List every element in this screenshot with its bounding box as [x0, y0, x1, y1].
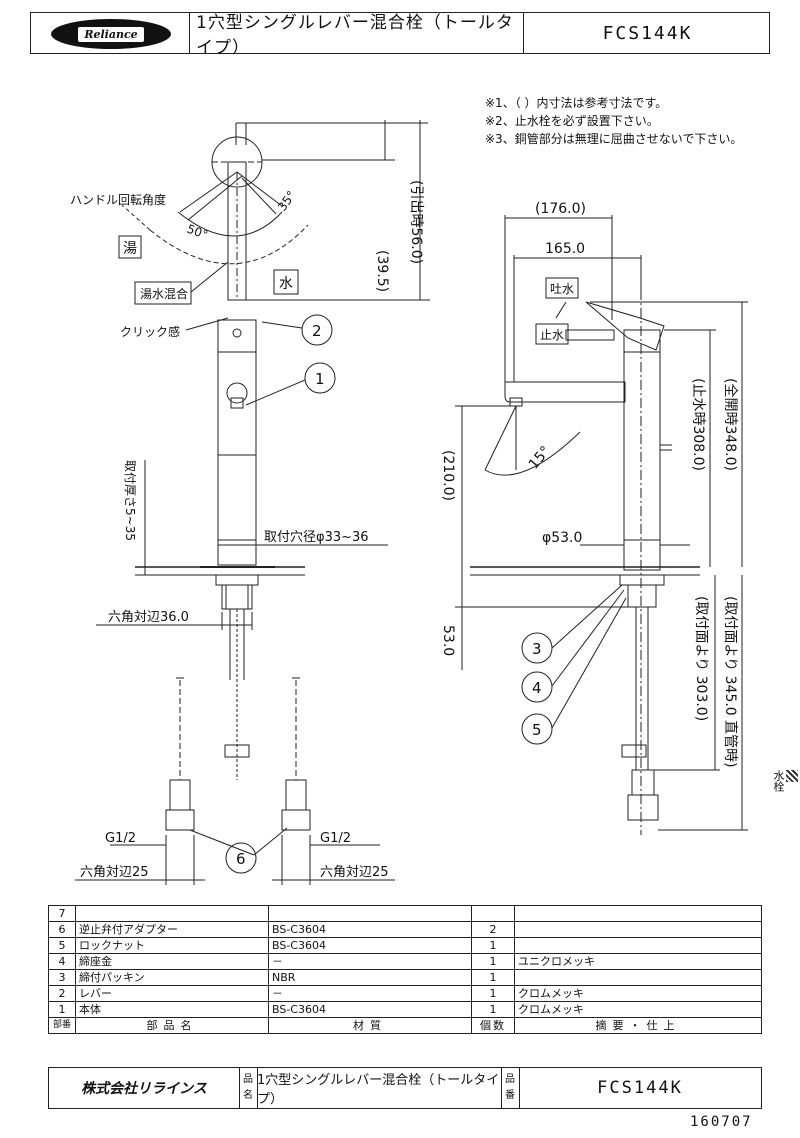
- thread-right-label: G1/2: [320, 831, 351, 846]
- table-row: 7: [48, 905, 762, 922]
- balloon-4-text: 4: [532, 679, 542, 697]
- thread-left-label: G1/2: [105, 831, 136, 846]
- dim-210: (210.0): [440, 450, 456, 501]
- hot-label-box: [118, 235, 142, 259]
- front-view: [75, 120, 430, 885]
- mix-label-box: [134, 281, 192, 305]
- technical-drawing: ハンドル回転角度 湯 水 湯水混合 クリック感 50° 35° (39.5) (…: [70, 120, 748, 885]
- cold-label-box: [273, 269, 299, 295]
- reliance-logo: Reliance: [51, 19, 171, 49]
- hot-label: 湯: [123, 240, 137, 257]
- spout-label-box: [545, 277, 579, 299]
- note-1: ※1、（ ）内寸法は参考寸法です。: [485, 96, 668, 110]
- balloon-6-text: 6: [236, 850, 246, 868]
- balloon-1: [304, 362, 336, 394]
- drawing-number: 160707: [690, 1114, 753, 1130]
- counter-thickness-label: 取付厚さ5~35: [123, 460, 137, 541]
- header-model-number: FCS144K: [602, 22, 693, 44]
- dim-53: 53.0: [440, 625, 456, 656]
- balloon-2: [301, 314, 333, 346]
- company-name: 株式会社リラインス: [81, 1081, 207, 1097]
- spout-label: 吐水: [550, 282, 574, 296]
- balloon-1-text: 1: [315, 370, 325, 388]
- stop-label: 止水: [540, 328, 564, 342]
- title-block-footer: 株式会社リラインス 品名 1穴型シングルレバー混合栓（トールタイプ） 品番 FC…: [48, 1067, 762, 1109]
- dim-165: 165.0: [545, 241, 585, 257]
- balloon-4: [521, 671, 553, 703]
- side-index-tab: 水栓: [772, 770, 798, 792]
- click-label: クリック感: [120, 324, 180, 339]
- dim-345: (取付面より 345.0 直管時): [722, 596, 739, 768]
- table-header-row: 部番 部品名 材質 個数 摘要・仕上: [48, 1017, 762, 1034]
- balloon-2-text: 2: [312, 322, 322, 340]
- balloon-3: [521, 632, 553, 664]
- product-name: 1穴型シングルレバー混合栓（トールタイプ）: [257, 1073, 500, 1107]
- product-name-label: 品名: [243, 1074, 253, 1101]
- dim-39-5: (39.5): [374, 250, 390, 292]
- mix-label: 湯水混合: [140, 286, 188, 301]
- dim-176: (176.0): [535, 201, 586, 217]
- hex-right-label: 六角対辺25: [320, 865, 389, 880]
- dim-stop-308: (止水時308.0): [690, 378, 706, 471]
- product-number: FCS144K: [597, 1078, 683, 1098]
- product-no-label: 品番: [505, 1074, 515, 1101]
- dim-303: (取付面より 303.0): [693, 596, 709, 721]
- note-2: ※2、止水栓を必ず設置下さい。: [485, 114, 659, 128]
- drawing-notes: ※1、（ ）内寸法は参考寸法です。 ※2、止水栓を必ず設置下さい。 ※3、銅管部…: [485, 94, 742, 148]
- handle-angle-label: ハンドル回転角度: [70, 192, 166, 207]
- hex-36-label: 六角対辺36.0: [108, 610, 189, 625]
- hex-left-label: 六角対辺25: [80, 865, 149, 880]
- dim-spout-pull: (引出時56.0): [408, 180, 424, 264]
- dim-dia-53: φ53.0: [542, 530, 582, 546]
- angle-15-label: 15°: [526, 443, 554, 472]
- mount-hole-label: 取付穴径φ33~36: [264, 530, 369, 545]
- angle-35-label: 35°: [275, 188, 299, 213]
- dim-full-348: (全開時348.0): [722, 378, 739, 471]
- title-block-header: Reliance 1穴型シングルレバー混合栓（トールタイプ） FCS144K: [30, 12, 770, 58]
- balloon-5: [521, 713, 553, 745]
- balloon-6: [225, 842, 257, 874]
- stop-label-box: [535, 323, 569, 345]
- cold-label: 水: [279, 276, 293, 292]
- balloon-3-text: 3: [532, 640, 542, 658]
- angle-50-label: 50°: [185, 222, 210, 242]
- hatch-marker: [786, 770, 798, 782]
- balloon-5-text: 5: [532, 721, 542, 739]
- note-3: ※3、銅管部分は無理に屈曲させないで下さい。: [485, 132, 743, 146]
- side-view: [455, 215, 748, 835]
